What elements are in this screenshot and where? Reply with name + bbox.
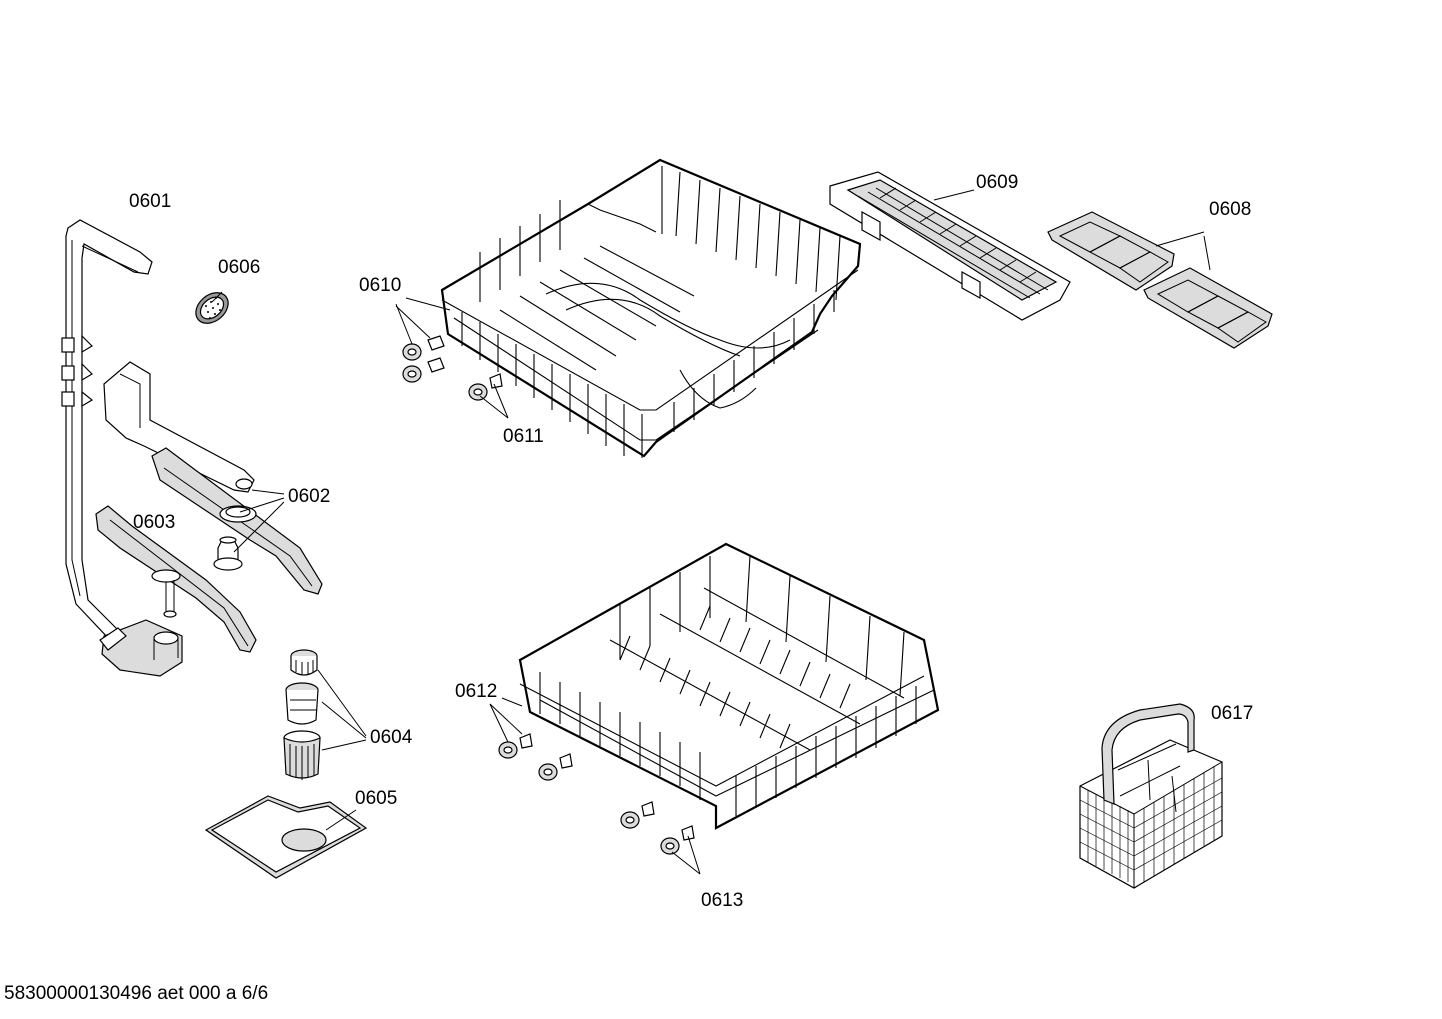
part-labels: 0601 0606 0602 0603 0604 0605 0610 0611 … [129, 172, 1253, 911]
label-0611: 0611 [503, 426, 544, 447]
label-0603: 0603 [133, 512, 175, 533]
label-0606: 0606 [218, 257, 260, 278]
part-0610-upper-basket-rollers[interactable] [402, 335, 445, 383]
label-0608: 0608 [1209, 199, 1251, 220]
label-0617: 0617 [1211, 703, 1253, 724]
part-upper-spray-arm-pipe[interactable] [103, 361, 255, 493]
label-0601: 0601 [129, 191, 171, 212]
label-0613: 0613 [701, 890, 743, 911]
label-0609: 0609 [976, 172, 1018, 193]
part-0617-cutlery-basket[interactable] [1079, 703, 1223, 889]
label-0610: 0610 [359, 275, 401, 296]
label-0602: 0602 [288, 486, 330, 507]
part-0603-lower-spray-arm[interactable] [95, 505, 257, 653]
part-0609-knife-rack[interactable] [829, 171, 1071, 321]
part-0613-lower-basket-rollers[interactable] [620, 801, 695, 855]
part-0605-fine-filter-plate[interactable] [204, 795, 368, 879]
part-upper-basket[interactable] [440, 158, 862, 458]
part-lower-basket[interactable] [518, 542, 940, 830]
part-0608-cup-grates[interactable] [1047, 211, 1273, 349]
label-0605: 0605 [355, 788, 397, 809]
part-0612-lower-basket-rollers[interactable] [498, 733, 573, 781]
label-0612: 0612 [455, 681, 497, 702]
part-0606-grille-cap[interactable] [190, 286, 234, 329]
leader-lines [211, 189, 1211, 875]
part-0601-supply-pipe[interactable] [61, 219, 183, 677]
label-0604: 0604 [370, 727, 413, 748]
part-0604-filter-set[interactable] [283, 649, 321, 780]
document-id: 58300000130496 aet 000 a 6/6 [4, 983, 268, 1004]
part-0611-upper-basket-rollers[interactable] [468, 373, 503, 401]
